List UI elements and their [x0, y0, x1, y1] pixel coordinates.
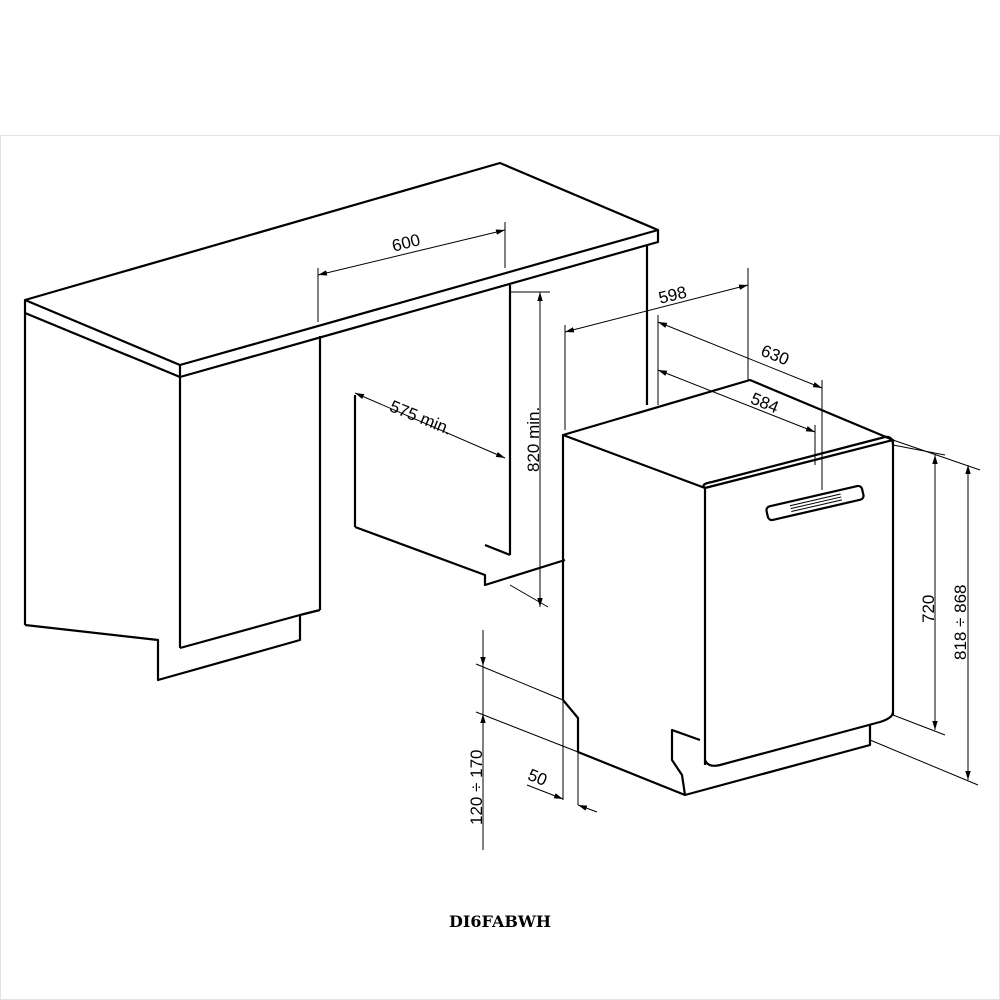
dimension-lines: [317, 222, 981, 850]
dim-body-depth: 584: [748, 389, 781, 417]
dim-niche-depth: 575 min.: [387, 397, 455, 439]
dim-appliance-width: 598: [657, 282, 689, 307]
model-name: DI6FABWH: [449, 912, 551, 931]
dishwasher: [561, 378, 895, 797]
door-handle: [765, 484, 865, 522]
dimension-labels: 600 598 630 584 575 min. 820 min. 720 81…: [387, 230, 970, 825]
dim-niche-height: 820 min.: [524, 407, 543, 472]
dim-door-height: 720: [919, 595, 938, 623]
dim-niche-width: 600: [390, 230, 422, 255]
dim-plinth-height: 120 ÷ 170: [467, 749, 486, 825]
dim-depth-with-door: 630: [758, 341, 791, 369]
frame-border: [0, 135, 1000, 1000]
dim-total-height: 818 ÷ 868: [951, 584, 970, 660]
